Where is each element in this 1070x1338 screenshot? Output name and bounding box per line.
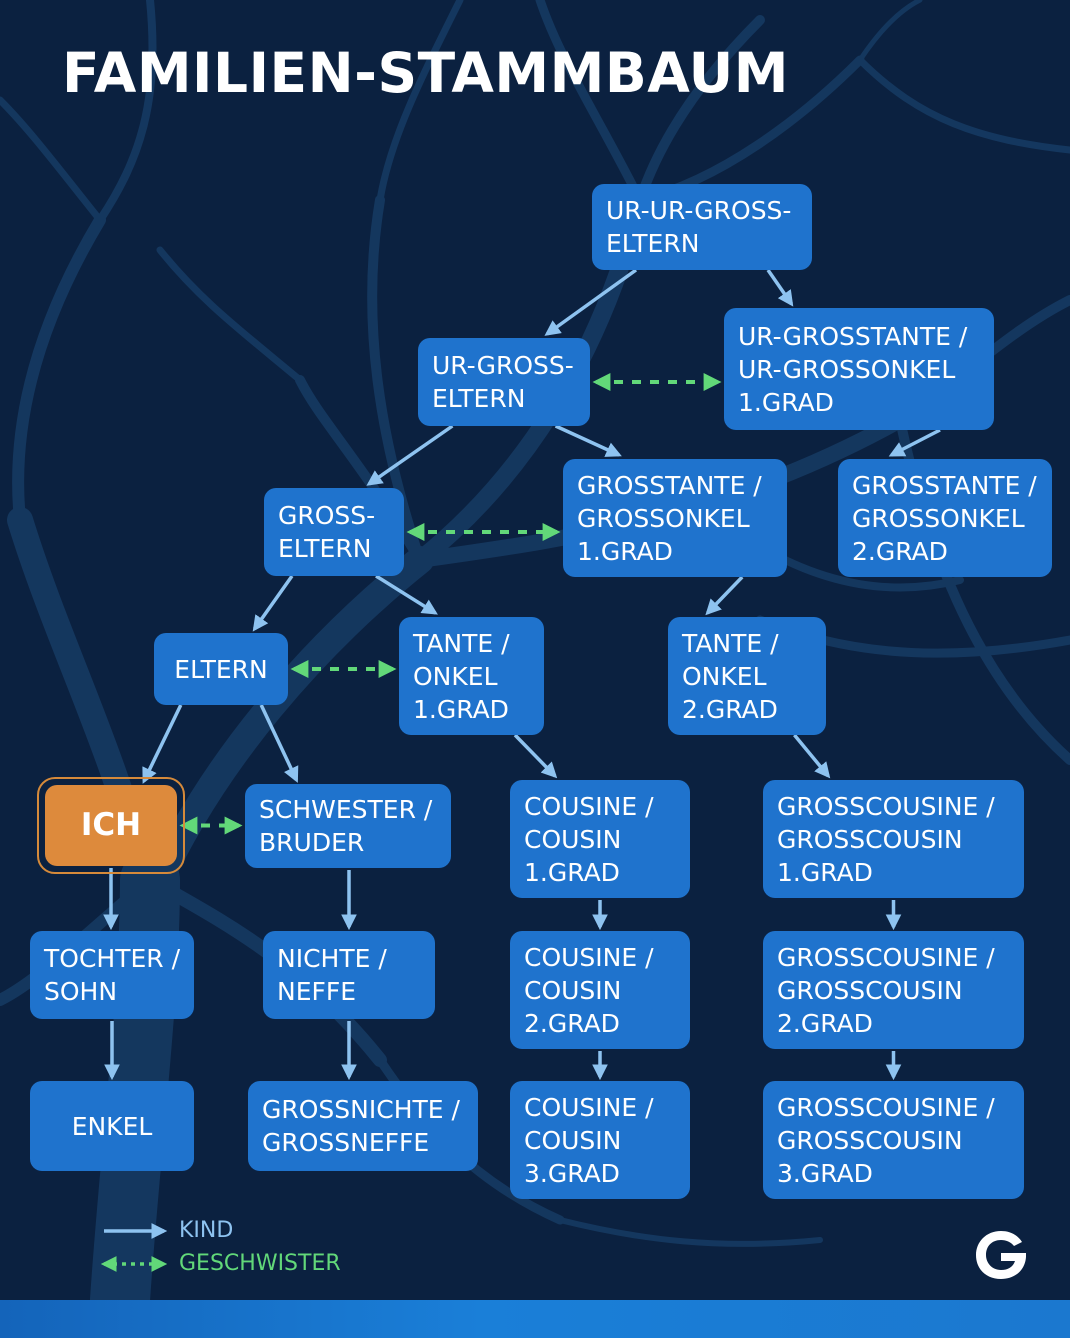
node-line: GROSSNEFFE [262, 1128, 430, 1157]
node-line: COUSINE / [524, 942, 654, 972]
node-line: 2.GRAD [777, 1008, 873, 1038]
node-line: 2.GRAD [682, 694, 778, 724]
node-grosseltern: GROSS- ELTERN [264, 488, 404, 576]
node-line: NEFFE [277, 977, 357, 1006]
node-ur-ur-grosseltern: UR-UR-GROSS- ELTERN [592, 184, 812, 270]
node-ich: ICH [45, 785, 177, 866]
node-line: COUSINE / [524, 1092, 654, 1122]
node-line: UR-GROSSTANTE / [738, 321, 968, 351]
node-line: GROSSTANTE / [852, 470, 1037, 500]
node-line: COUSIN [524, 1125, 622, 1155]
g-logo-icon [976, 1231, 1026, 1279]
node-line: GROSSTANTE / [577, 470, 762, 500]
node-line: SOHN [44, 977, 118, 1006]
node-line: GROSSCOUSINE / [777, 791, 995, 821]
node-line: COUSIN [524, 824, 622, 854]
node-schwester-bruder: SCHWESTER / BRUDER [245, 784, 451, 868]
node-line: 2.GRAD [524, 1008, 620, 1038]
node-line: NICHTE / [277, 944, 387, 973]
kind-arrow-grosseltern-to-eltern [252, 574, 294, 632]
node-line: GROSSCOUSINE / [777, 942, 995, 972]
node-line: ONKEL [682, 661, 767, 691]
node-line: ELTERN [278, 534, 372, 563]
kind-arrow-ur_ur_grosseltern-to-ur_grosseltern [544, 268, 638, 336]
node-line: COUSIN [524, 975, 622, 1005]
kind-arrow-grosseltern-to-tante_1 [375, 574, 438, 615]
node-line: 1.GRAD [738, 387, 834, 417]
node-grossnichte-grossneffe: GROSSNICHTE / GROSSNEFFE [248, 1081, 478, 1171]
page-title: FAMILIEN-STAMMBAUM [62, 41, 790, 105]
node-line: TANTE / [682, 628, 779, 658]
legend-kind-label: KIND [179, 1218, 234, 1243]
node-line: COUSINE / [524, 791, 654, 821]
kind-arrow-tante_1-to-cousin_1 [513, 733, 558, 779]
node-line: ENKEL [71, 1111, 153, 1141]
kind-arrow-ur_grosstante_1-to-grosstante_2 [888, 428, 941, 457]
node-line: TOCHTER / [44, 944, 181, 973]
node-line: 1.GRAD [413, 694, 509, 724]
node-ur-grosseltern: UR-GROSS- ELTERN [418, 338, 590, 426]
node-line: 1.GRAD [524, 857, 620, 887]
node-line: GROSSCOUSIN [777, 975, 963, 1005]
node-line: ELTERN [174, 654, 268, 684]
node-nichte-neffe: NICHTE / NEFFE [263, 931, 435, 1019]
node-line: GROSSCOUSIN [777, 824, 963, 854]
node-line: ELTERN [432, 384, 526, 413]
kind-arrow-tante_2-to-grosscousin_1 [793, 733, 831, 779]
node-line: SCHWESTER / [259, 795, 433, 824]
kind-arrow-ur_grosseltern-to-grosseltern [366, 424, 454, 486]
node-line: 2.GRAD [852, 536, 948, 566]
ich-highlight-frame [37, 777, 185, 874]
node-line: 3.GRAD [524, 1158, 620, 1188]
kind-arrow-grosstante_1-to-tante_2 [705, 575, 744, 616]
node-line: 1.GRAD [577, 536, 673, 566]
node-line: GROSSONKEL [852, 503, 1025, 533]
kind-arrow-ur_grosseltern-to-grosstante_1 [554, 424, 622, 457]
node-line: GROSSNICHTE / [262, 1095, 460, 1124]
node-line: GROSSCOUSINE / [777, 1092, 995, 1122]
node-line: 1.GRAD [777, 857, 873, 887]
kind-arrow-ur_ur_grosseltern-to-ur_grosstante_1 [766, 269, 794, 307]
node-eltern: ELTERN [154, 633, 288, 705]
node-line: GROSSONKEL [577, 503, 750, 533]
node-line: GROSSCOUSIN [777, 1125, 963, 1155]
node-line: ICH [80, 807, 142, 843]
node-line: UR-GROSSONKEL [738, 354, 956, 384]
kind-arrow-eltern-to-ich [142, 704, 183, 784]
node-line: BRUDER [259, 828, 365, 857]
node-line: 3.GRAD [777, 1158, 873, 1188]
footer-bar [0, 1300, 1070, 1338]
node-line: GROSS- [278, 501, 376, 530]
kind-arrow-eltern-to-schwester [259, 704, 299, 783]
node-line: ONKEL [413, 661, 498, 691]
node-enkel: ENKEL [30, 1081, 194, 1171]
node-line: UR-GROSS- [432, 351, 574, 380]
node-line: UR-UR-GROSS- [606, 196, 792, 225]
legend-geschwister-label: GESCHWISTER [179, 1251, 341, 1276]
node-line: TANTE / [413, 628, 510, 658]
node-tochter-sohn: TOCHTER / SOHN [30, 931, 194, 1019]
node-line: ELTERN [606, 229, 700, 258]
